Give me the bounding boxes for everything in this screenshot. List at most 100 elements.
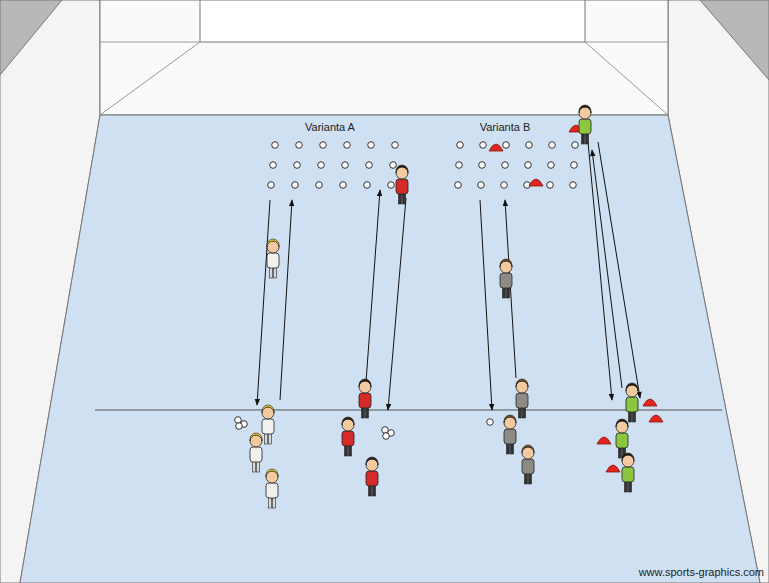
watermark: www.sports-graphics.com [639,566,764,579]
player-shirt [516,393,528,408]
ball [316,182,323,189]
player-hair [262,405,274,413]
player [516,379,528,418]
player-hair [342,417,354,425]
ball [571,162,578,169]
player-shirt [262,419,274,434]
wall-line [100,42,200,115]
player-hair [522,445,534,453]
player-hair [359,379,371,387]
player-shirt [266,483,278,498]
player-hair [622,453,634,461]
ball [320,142,327,149]
player [266,469,278,508]
ball [368,142,375,149]
player-shirt [504,429,516,444]
ball [456,162,463,169]
player [626,383,638,422]
player [616,419,628,458]
player-shirt [396,179,408,194]
ball [548,162,555,169]
player-hair [504,415,516,423]
player-hair [366,457,378,465]
cone [489,144,503,151]
wall-line [585,42,668,43]
cone [643,399,657,406]
right-corner [700,0,769,80]
player-hair [616,419,628,427]
player [267,239,279,278]
ball [342,162,349,169]
wall-line [100,42,200,43]
ball [572,142,579,149]
player [366,457,378,496]
ball [388,182,395,189]
run-arrow [588,142,612,400]
left-corner [0,0,62,75]
cone [529,179,543,186]
ball [478,182,485,189]
ball [296,142,303,149]
ball [547,182,554,189]
ball [270,162,277,169]
ball [383,433,390,440]
player-hair [500,259,512,267]
ball [503,142,510,149]
player-shirt [616,433,628,448]
player-shirt [500,273,512,288]
cone [606,465,620,472]
run-arrow [480,200,492,410]
player-shirt [250,447,262,462]
run-arrow [598,142,640,398]
player-hair [396,165,408,173]
run-arrow [592,150,622,388]
cone-group [489,125,663,472]
court-floor [20,115,760,583]
ball [479,162,486,169]
player [579,105,591,144]
ball [549,142,556,149]
ball [340,182,347,189]
ball-group [235,142,579,440]
player [622,453,634,492]
player [504,415,516,454]
run-arrow [257,200,270,405]
ball [366,162,373,169]
ball [570,182,577,189]
variant-label: Varianta B [480,121,531,134]
ball [235,417,242,424]
player-shirt [626,397,638,412]
ball [268,182,275,189]
run-arrow [388,198,406,410]
ball [292,182,299,189]
movement-arrows [257,142,640,410]
player-shirt [342,431,354,446]
player-shirt [267,253,279,268]
player [522,445,534,484]
ball [318,162,325,169]
player-hair [266,469,278,477]
ball [480,142,487,149]
ball [390,162,397,169]
player-shirt [359,393,371,408]
ball [526,142,533,149]
player [396,165,408,204]
wall-line [585,42,668,115]
player-shirt [622,467,634,482]
ball [344,142,351,149]
run-arrow [505,200,516,378]
variant-label: Varianta A [305,121,355,134]
ball [501,182,508,189]
player-hair [267,239,279,247]
player-group [250,105,638,508]
player [359,379,371,418]
front-wall [100,0,668,115]
ball [236,423,243,430]
player-shirt [366,471,378,486]
player-hair [579,105,591,113]
player [500,259,512,298]
player [262,405,274,444]
ball [294,162,301,169]
